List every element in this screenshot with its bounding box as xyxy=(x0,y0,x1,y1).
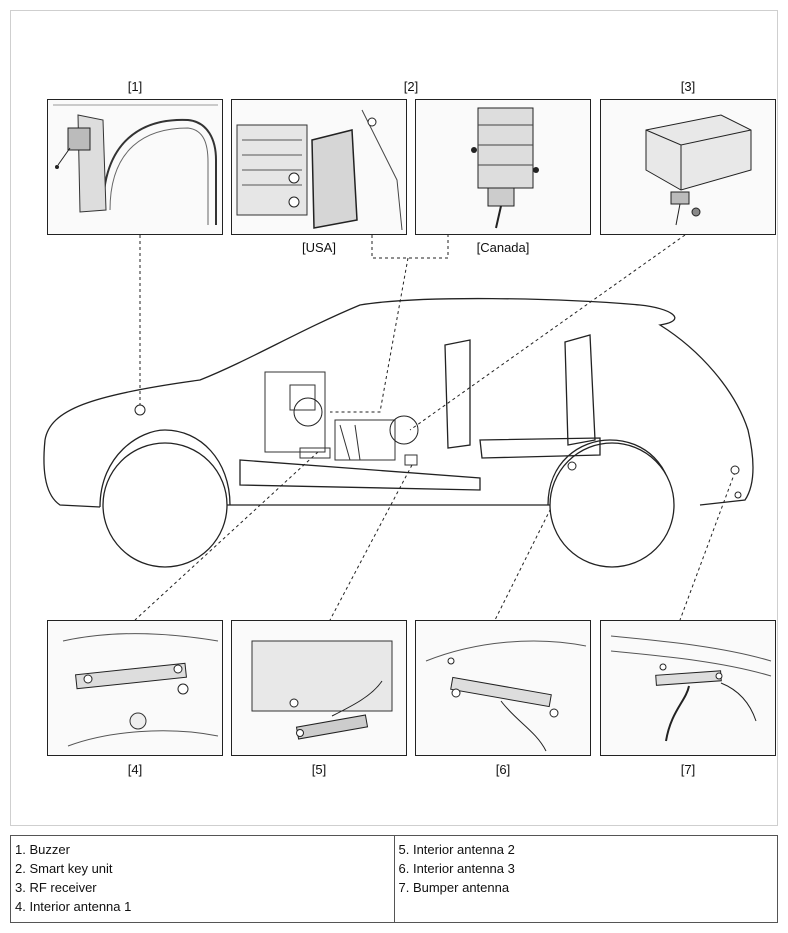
legend-item: 5. Interior antenna 2 xyxy=(398,842,515,857)
legend-column-right: 5. Interior antenna 2 6. Interior antenn… xyxy=(393,836,778,922)
buzzer-detail-panel xyxy=(47,99,223,235)
panel-label-5: [5] xyxy=(311,762,327,777)
legend-item: 4. Interior antenna 1 xyxy=(15,899,132,914)
panel-label-2: [2] xyxy=(403,79,419,94)
caption-canada: [Canada] xyxy=(476,240,530,255)
legend-item: 7. Bumper antenna xyxy=(398,880,510,895)
car-outline xyxy=(43,297,754,568)
legend-column-left: 1. Buzzer 2. Smart key unit 3. RF receiv… xyxy=(11,836,394,922)
interior-antenna-3-panel xyxy=(415,620,591,756)
legend-item: 3. RF receiver xyxy=(15,880,97,895)
smart-key-unit-canada-panel xyxy=(415,99,591,235)
bumper-antenna-panel xyxy=(600,620,776,756)
vehicle-layout-diagram xyxy=(43,234,754,621)
interior-antenna-1-panel xyxy=(47,620,223,756)
legend-item: 2. Smart key unit xyxy=(15,861,113,876)
smart-key-unit-usa-panel xyxy=(231,99,407,235)
panel-label-6: [6] xyxy=(495,762,511,777)
diagram-frame xyxy=(10,10,778,826)
caption-usa: [USA] xyxy=(302,240,336,255)
component-markers xyxy=(134,397,742,499)
panel-label-1: [1] xyxy=(127,79,143,94)
legend-item: 1. Buzzer xyxy=(15,842,70,857)
leader-lines xyxy=(134,234,736,621)
panel-label-3: [3] xyxy=(680,79,696,94)
interior-antenna-2-panel xyxy=(231,620,407,756)
panel-label-7: [7] xyxy=(680,762,696,777)
interior-parts xyxy=(264,371,418,466)
rf-receiver-panel xyxy=(600,99,776,235)
panel-label-4: [4] xyxy=(127,762,143,777)
legend-item: 6. Interior antenna 3 xyxy=(398,861,515,876)
legend-table: 1. Buzzer 2. Smart key unit 3. RF receiv… xyxy=(10,835,778,923)
